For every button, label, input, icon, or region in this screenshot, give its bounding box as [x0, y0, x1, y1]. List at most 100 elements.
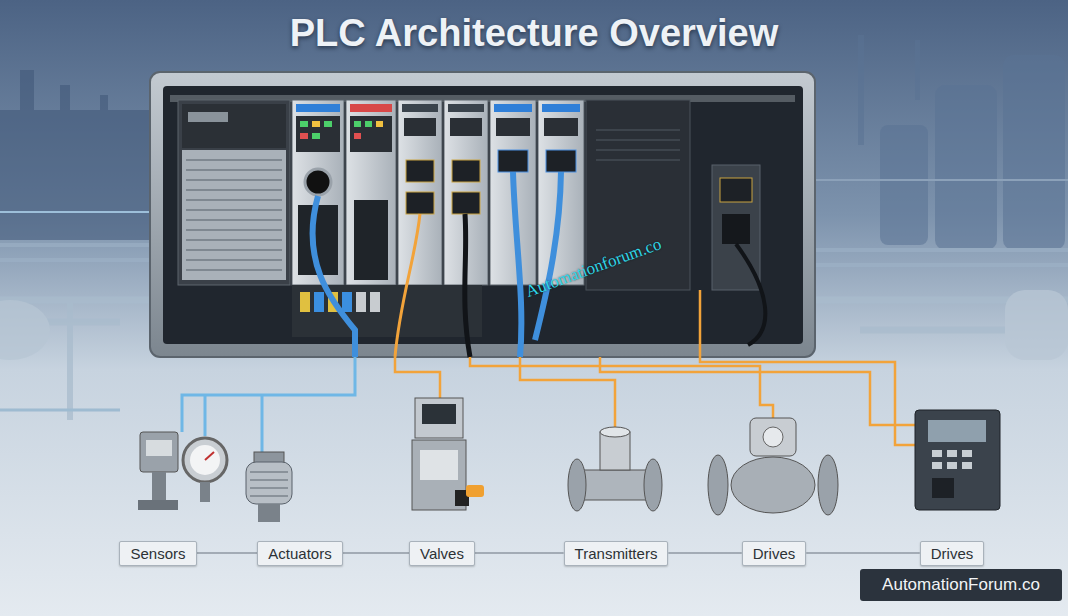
- io-module-part: [452, 160, 480, 182]
- io-module-part: [354, 200, 388, 280]
- actuator-device-part: [250, 472, 288, 496]
- plc-panel-part: [150, 72, 815, 357]
- io-module-part: [365, 121, 372, 127]
- cpu-module-part: [324, 121, 332, 127]
- diagram-title: PLC Architecture Overview: [0, 12, 1068, 55]
- sensor-device-part: [200, 482, 210, 502]
- power-supply-part: [178, 100, 290, 285]
- io-module-part: [452, 192, 480, 214]
- field-wiring-part: [204, 395, 207, 436]
- drive-panel-part: [947, 450, 957, 457]
- panel-cables-part: [395, 214, 420, 357]
- io-module-part: [350, 104, 392, 112]
- industrial-background-part: [60, 85, 70, 125]
- plc-panel: [150, 72, 815, 357]
- cpu-module-part: [312, 133, 320, 139]
- io-module-part: [398, 100, 442, 285]
- industrial-background-part: [815, 263, 1068, 267]
- drive-panel-part: [947, 462, 957, 469]
- watermark: AutomationForum.co: [882, 575, 1040, 595]
- network-module-part: [542, 104, 580, 112]
- communication-module-part: [722, 214, 750, 244]
- industrial-background-part: [1003, 55, 1065, 250]
- industrial-background-part: [0, 258, 150, 262]
- io-module: [398, 100, 442, 285]
- expansion-module-part: [596, 130, 680, 160]
- communication-module-part: [720, 178, 752, 202]
- device-label: Drives: [931, 545, 974, 562]
- device-label: Transmitters: [575, 545, 658, 562]
- sensor-device-part: [140, 432, 178, 472]
- ground-pipes-part: [1005, 290, 1068, 360]
- io-module-part: [346, 100, 396, 285]
- device-label-box: Drives: [742, 541, 807, 566]
- cpu-module-part: [300, 133, 308, 139]
- power-supply-part: [182, 150, 286, 280]
- field-wiring-part: [261, 395, 264, 452]
- field-wiring-part: [395, 357, 440, 398]
- terminal-strip: [292, 285, 482, 337]
- drive-valve-part: [731, 457, 815, 513]
- terminal-strip-part: [300, 292, 310, 312]
- drive-panel-part: [962, 450, 972, 457]
- device-label-box: Valves: [409, 541, 475, 566]
- panel-cables-part: [465, 214, 470, 357]
- network-module-part: [544, 118, 578, 136]
- sensor-device-part: [146, 440, 172, 456]
- device-label: Drives: [753, 545, 796, 562]
- cpu-module-part: [312, 121, 320, 127]
- industrial-background-part: [915, 40, 920, 100]
- field-wiring-part: [700, 290, 915, 445]
- drive-valve-part: [818, 455, 838, 515]
- device-label: Sensors: [130, 545, 185, 562]
- industrial-background-part: [815, 248, 1068, 252]
- connector-line: [806, 552, 919, 554]
- power-supply-part: [188, 112, 228, 122]
- industrial-background-part: [100, 95, 108, 125]
- actuator-device: [246, 452, 292, 522]
- sensor-device-part: [205, 452, 214, 460]
- valve-positioner-part: [422, 404, 456, 424]
- io-module-part: [350, 116, 392, 152]
- valve-positioner-part: [466, 485, 484, 497]
- network-module-part: [496, 118, 530, 136]
- field-wiring-part: [470, 357, 773, 418]
- io-module-part: [402, 104, 438, 112]
- drive-panel-part: [932, 478, 954, 498]
- io-module-part: [448, 104, 484, 112]
- drive-panel: [915, 410, 1000, 510]
- field-wiring-part: [600, 357, 915, 425]
- io-module-part: [354, 121, 361, 127]
- connector-line: [197, 552, 258, 554]
- sensor-device-part: [138, 500, 178, 510]
- flow-transmitter-part: [644, 459, 662, 511]
- industrial-background-part: [0, 211, 150, 213]
- industrial-background-part: [0, 243, 150, 247]
- device-label-box: Transmitters: [564, 541, 669, 566]
- io-module-part: [406, 160, 434, 182]
- sensor-device-part: [190, 445, 220, 475]
- panel-cables-part: [535, 172, 561, 340]
- panel-cables-part: [313, 196, 355, 357]
- panel-cables-part: [513, 172, 521, 357]
- io-module-part: [354, 133, 361, 139]
- flow-transmitter-part: [600, 432, 630, 470]
- drive-panel-part: [962, 462, 972, 469]
- field-wiring-part: [182, 357, 355, 432]
- terminal-strip-part: [342, 292, 352, 312]
- drive-valve-part: [763, 427, 783, 447]
- power-supply: [178, 100, 290, 285]
- watermark-box: AutomationForum.co: [860, 569, 1062, 601]
- connector-line: [475, 552, 564, 554]
- flow-transmitter: [568, 427, 662, 511]
- ground-pipes-part: [0, 300, 50, 360]
- industrial-background-part: [858, 35, 864, 145]
- plc-panel-part: [163, 86, 803, 344]
- actuator-device-part: [246, 462, 292, 504]
- cpu-module-part: [296, 104, 340, 112]
- actuator-device-part: [258, 504, 280, 522]
- device-label: Actuators: [268, 545, 331, 562]
- panel-cables: [313, 172, 766, 357]
